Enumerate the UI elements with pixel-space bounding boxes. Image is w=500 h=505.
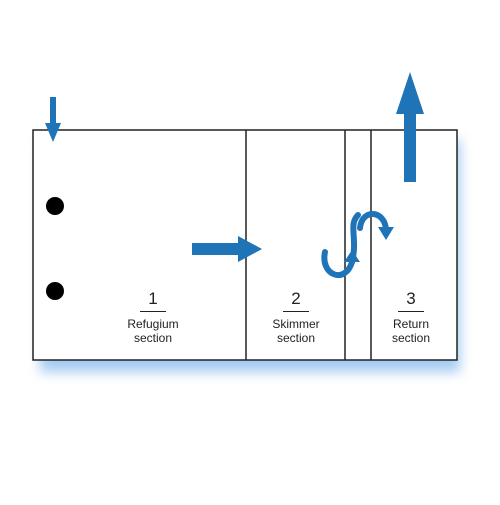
- section-name-line2: section: [276, 331, 316, 345]
- section-name-line1: Return: [392, 317, 430, 331]
- inflow-down-arrow: [45, 97, 61, 142]
- section-name-line2: section: [391, 331, 431, 345]
- over-under-baffle-arrows: [321, 211, 394, 278]
- section-label-skimmer: 2 Skimmer section: [256, 290, 336, 346]
- section-label-refugium: 1 Refugium section: [110, 290, 196, 346]
- section-number: 1: [140, 290, 166, 312]
- section-name-line1: Skimmer: [272, 317, 320, 331]
- section-number: 2: [283, 290, 309, 312]
- flow-right-arrow: [192, 236, 262, 262]
- section-label-return: 3 Return section: [374, 290, 448, 346]
- drain-hole-icon: [46, 197, 64, 215]
- drain-hole-icon: [46, 282, 64, 300]
- return-up-arrow: [396, 72, 424, 182]
- section-name-line1: Refugium: [127, 317, 179, 331]
- section-number: 3: [398, 290, 424, 312]
- section-name-line2: section: [133, 331, 173, 345]
